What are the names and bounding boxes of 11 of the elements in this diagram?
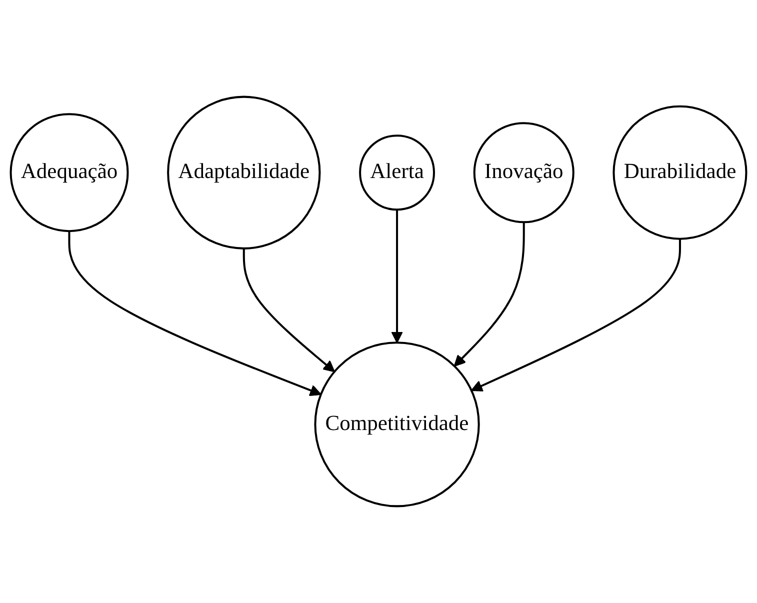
node-circle: Alerta — [359, 134, 435, 211]
node-circle: Competitividade — [314, 342, 480, 508]
arrow — [470, 238, 681, 392]
arrow — [68, 231, 322, 396]
arrow — [391, 210, 403, 344]
node-circle: Inovação — [473, 122, 574, 224]
arrow — [242, 248, 335, 372]
arrow — [454, 222, 525, 367]
node-circle: Adaptabilidade — [167, 96, 321, 250]
node-circle: Durabilidade — [612, 105, 748, 240]
node-circle: Adequação — [10, 113, 129, 232]
